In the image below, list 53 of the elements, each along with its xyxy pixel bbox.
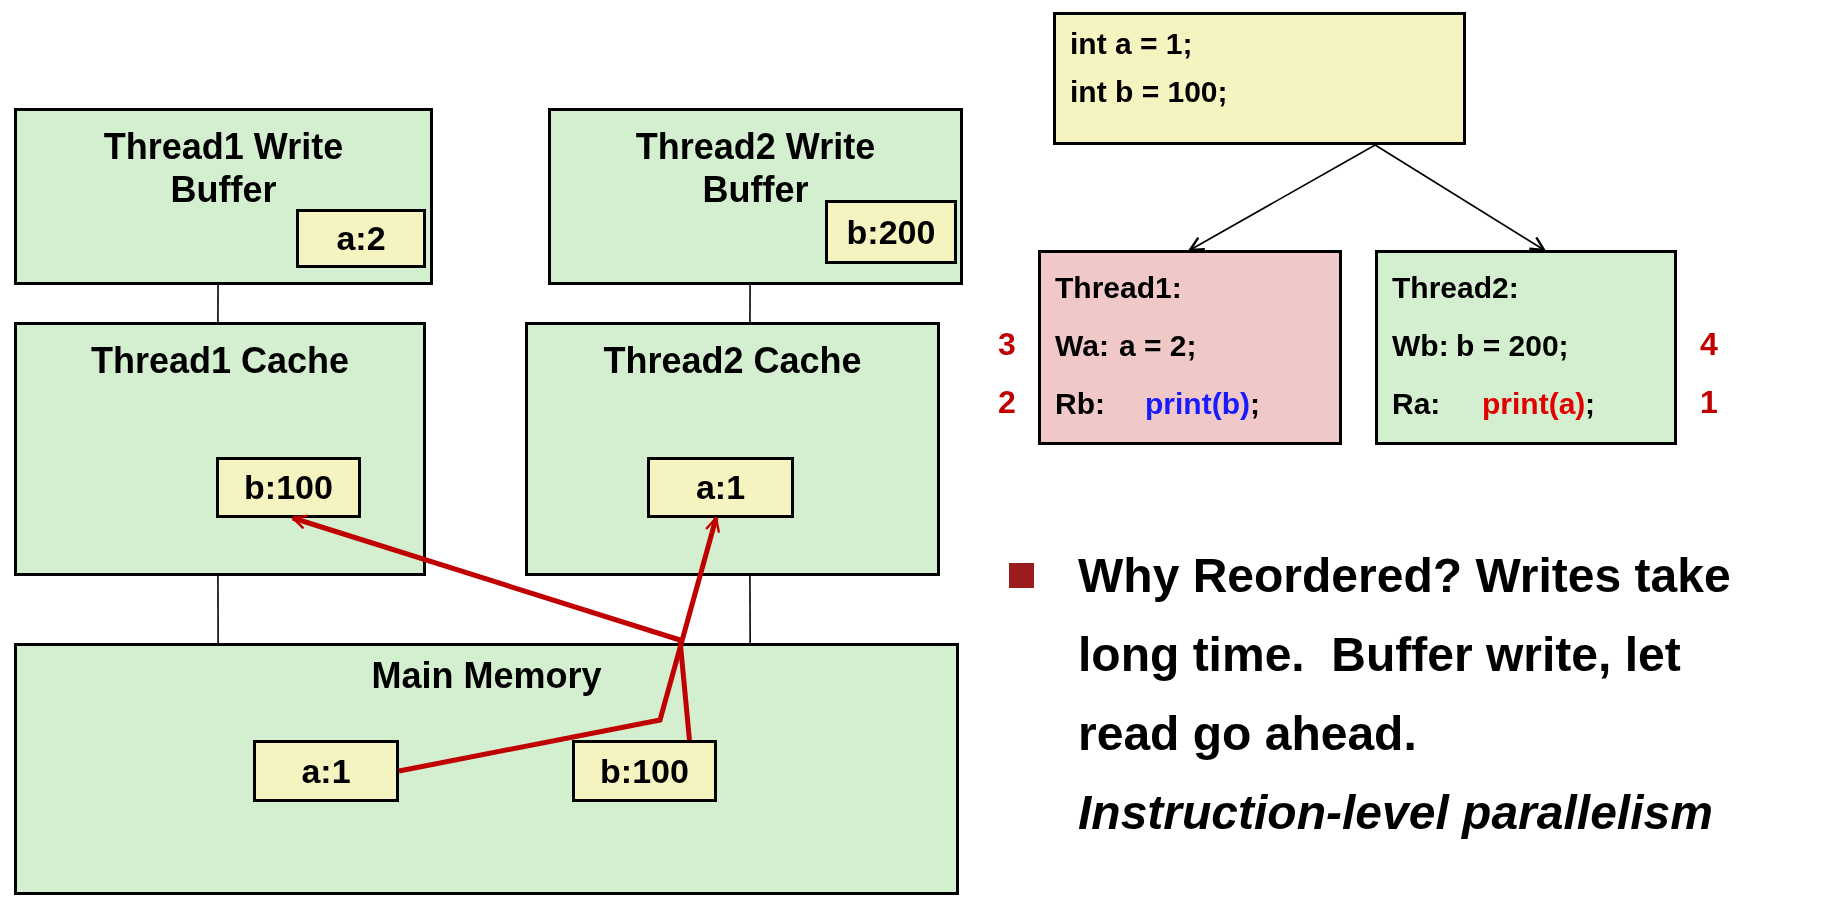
bullet-text: Why Reordered? Writes take long time. Buffer write, let read go ahead. bbox=[1078, 548, 1732, 762]
arrow bbox=[1188, 144, 1376, 252]
value-label: b:200 bbox=[846, 212, 936, 252]
value-box bbox=[216, 457, 361, 518]
code-text: a = 2; bbox=[1119, 329, 1197, 363]
arrow bbox=[291, 514, 692, 741]
connector-line bbox=[217, 575, 219, 644]
step-number: 3 bbox=[998, 328, 1016, 360]
value-label: a:1 bbox=[301, 751, 351, 791]
code-text: ; bbox=[1585, 387, 1595, 421]
arrow bbox=[398, 516, 721, 774]
code-text: ; bbox=[1250, 387, 1260, 421]
value-box bbox=[825, 200, 957, 264]
code-text: Ra: bbox=[1392, 387, 1441, 421]
cache-title: Thread1 Cache bbox=[89, 339, 351, 383]
code-text: b = 200; bbox=[1456, 329, 1569, 363]
value-label: a:1 bbox=[695, 468, 746, 507]
step-number: 4 bbox=[1700, 328, 1718, 360]
code-box bbox=[1053, 12, 1466, 145]
buffer-title: Thread2 Write Buffer bbox=[634, 125, 877, 212]
connector-line bbox=[749, 575, 751, 644]
code-text: print(b) bbox=[1145, 387, 1250, 421]
code-text: print(a) bbox=[1482, 387, 1586, 421]
value-box bbox=[572, 740, 717, 802]
thread-label: Thread2: bbox=[1392, 271, 1519, 305]
thread-box bbox=[1375, 250, 1677, 445]
bullet-text: Instruction-level parallelism bbox=[1078, 785, 1714, 841]
buffer-box bbox=[548, 108, 963, 285]
arrow bbox=[1374, 144, 1546, 252]
cache-box bbox=[525, 322, 940, 576]
step-number: 2 bbox=[998, 386, 1016, 418]
value-label: a:2 bbox=[336, 219, 386, 258]
connector-line bbox=[217, 284, 219, 323]
value-label: b:100 bbox=[244, 468, 333, 507]
connector-line bbox=[749, 284, 751, 323]
memory-box bbox=[14, 643, 959, 895]
memory-title: Main Memory bbox=[370, 654, 603, 698]
code-text: Wa: bbox=[1055, 329, 1109, 363]
cache-title: Thread2 Cache bbox=[602, 339, 863, 383]
cache-box bbox=[14, 322, 426, 576]
buffer-title: Thread1 Write Buffer bbox=[102, 125, 345, 212]
value-box bbox=[647, 457, 794, 518]
code-line: int a = 1; bbox=[1070, 27, 1193, 61]
value-label: b:100 bbox=[600, 751, 689, 791]
thread-box bbox=[1038, 250, 1342, 445]
step-number: 1 bbox=[1700, 386, 1718, 418]
thread-label: Thread1: bbox=[1055, 271, 1182, 305]
buffer-box bbox=[14, 108, 433, 285]
code-line: int b = 100; bbox=[1070, 75, 1228, 109]
code-text: Rb: bbox=[1055, 387, 1105, 421]
value-box bbox=[296, 209, 426, 268]
code-text: Wb: bbox=[1392, 329, 1449, 363]
value-box bbox=[253, 740, 399, 802]
